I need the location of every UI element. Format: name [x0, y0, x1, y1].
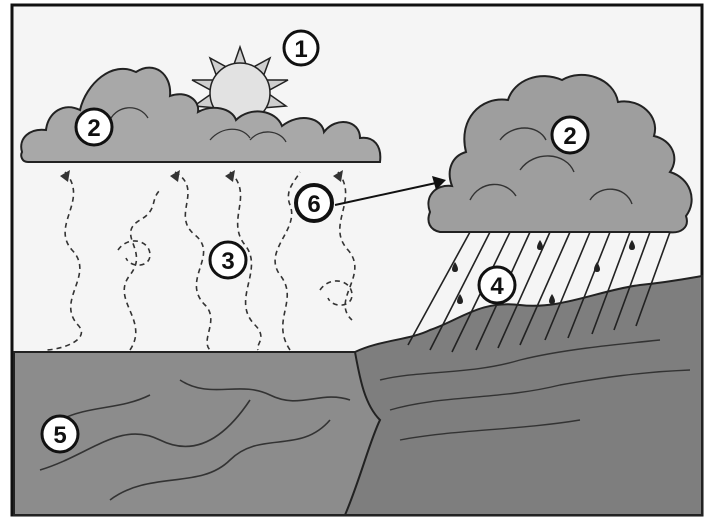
svg-text:5: 5 — [53, 422, 66, 449]
label-6: 6 — [296, 185, 332, 221]
label-2-rain-cloud: 2 — [552, 117, 588, 153]
label-4: 4 — [479, 267, 515, 303]
svg-text:1: 1 — [294, 36, 307, 63]
label-2-left-cloud: 2 — [76, 109, 112, 145]
svg-text:3: 3 — [221, 248, 234, 275]
svg-text:2: 2 — [563, 123, 576, 150]
svg-text:6: 6 — [307, 191, 320, 218]
svg-text:4: 4 — [490, 273, 504, 300]
svg-text:2: 2 — [87, 115, 100, 142]
label-1: 1 — [284, 31, 318, 65]
label-5: 5 — [42, 416, 78, 452]
label-3: 3 — [210, 242, 246, 278]
